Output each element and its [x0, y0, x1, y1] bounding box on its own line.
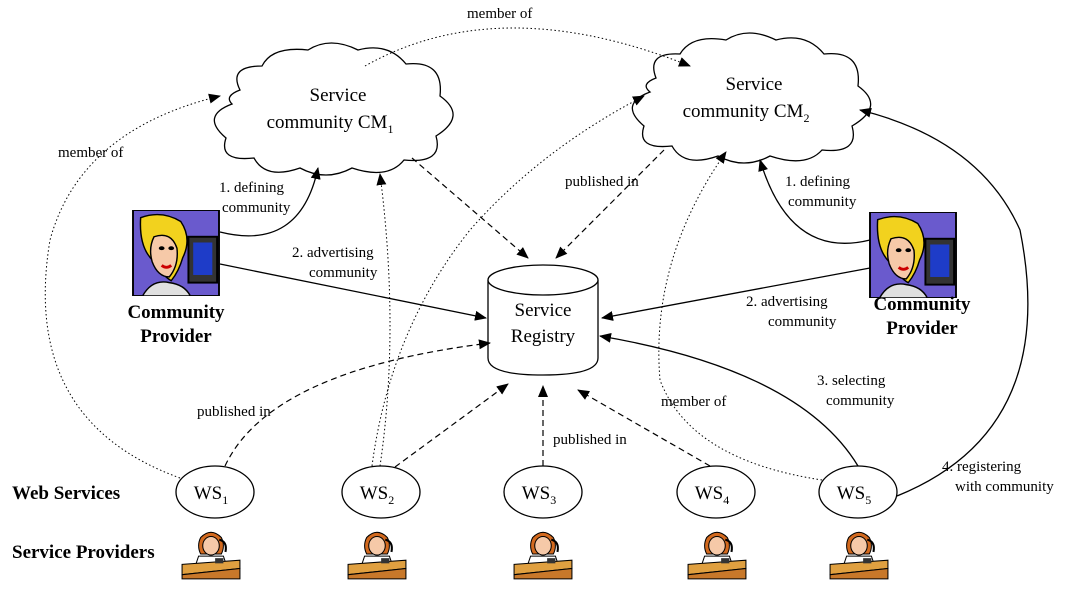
left-provider-label-line1: Community: [127, 302, 225, 323]
ws1-label: WS1: [194, 483, 229, 507]
service-provider-1-icon: [180, 531, 242, 580]
edge-ws5-registering-with-community: [859, 107, 1029, 497]
label-left-advertising-2: community: [309, 265, 378, 281]
label-left-defining-1: 1. defining: [219, 180, 284, 196]
edge-ws5-member-of-cm2: [658, 151, 823, 481]
community-provider-left-icon: [132, 210, 220, 296]
label-registering-1: 4. registering: [942, 459, 1022, 475]
label-selecting-1: 3. selecting: [817, 373, 886, 389]
label-selecting-2: community: [826, 393, 895, 409]
edge-left-advertising-community: [219, 263, 487, 321]
ws4-node[interactable]: [676, 465, 756, 519]
label-right-defining-2: community: [788, 194, 857, 210]
edge-ws5-selecting-community: [599, 332, 859, 467]
service-provider-2-icon: [346, 531, 408, 580]
ws4-label: WS4: [695, 483, 730, 507]
edge-cm1-member-of-cm2: [364, 27, 691, 67]
ws1-node[interactable]: [175, 465, 255, 519]
ws3-label: WS3: [522, 483, 557, 507]
edge-cm2-published-in-registry: [555, 149, 665, 259]
ws5-label: WS5: [837, 483, 872, 507]
cloud-cm2-shape: [631, 32, 872, 164]
label-published-in-ws3: published in: [553, 432, 627, 448]
label-right-advertising-2: community: [768, 314, 837, 330]
label-left-defining-2: community: [222, 200, 291, 216]
label-registering-2: with community: [955, 479, 1054, 495]
cm2-title-line1: Service: [726, 74, 783, 95]
label-left-advertising-1: 2. advertising: [292, 245, 374, 261]
label-member-of-left: member of: [58, 145, 123, 161]
registry-cylinder-top: [487, 264, 599, 296]
service-provider-3-icon: [512, 531, 574, 580]
label-published-in-ws1: published in: [197, 404, 271, 420]
edge-cm1-published-in-registry: [411, 157, 529, 259]
row-label-web-services: Web Services: [12, 483, 120, 504]
registry-title-line1: Service: [515, 300, 572, 321]
ws2-node[interactable]: [341, 465, 421, 519]
cloud-cm1-shape: [213, 42, 454, 176]
registry-title-line2: Registry: [511, 326, 576, 347]
label-member-of-top: member of: [467, 6, 532, 22]
cm1-title-line1: Service: [310, 85, 367, 106]
edge-ws2-published-in-registry: [394, 383, 509, 468]
right-provider-label-line1: Community: [873, 294, 971, 315]
community-provider-right-icon: [869, 212, 957, 298]
service-provider-4-icon: [686, 531, 748, 580]
edge-ws4-published-in-registry: [577, 389, 711, 467]
cm2-title-line2: community CM2: [683, 101, 810, 125]
ws2-label: WS2: [360, 483, 395, 507]
label-member-of-ws5: member of: [661, 394, 726, 410]
row-label-service-providers: Service Providers: [12, 542, 155, 563]
label-published-in-cm2: published in: [565, 174, 639, 190]
cm1-title-line2: community CM1: [267, 112, 394, 136]
service-provider-5-icon: [828, 531, 890, 580]
registry-cylinder: [487, 280, 599, 376]
edge-ws1-published-in-registry: [224, 339, 491, 467]
label-right-advertising-1: 2. advertising: [746, 294, 828, 310]
left-provider-label-line2: Provider: [140, 326, 212, 347]
edge-ws2-member-of-cm1: [376, 173, 391, 467]
edge-ws1-member-of-cm1: [44, 93, 221, 479]
label-right-defining-1: 1. defining: [785, 174, 850, 190]
edge-right-advertising-community: [601, 267, 871, 321]
edge-right-defining-community: [758, 159, 871, 244]
right-provider-label-line2: Provider: [886, 318, 958, 339]
edge-left-defining-community: [219, 167, 321, 237]
